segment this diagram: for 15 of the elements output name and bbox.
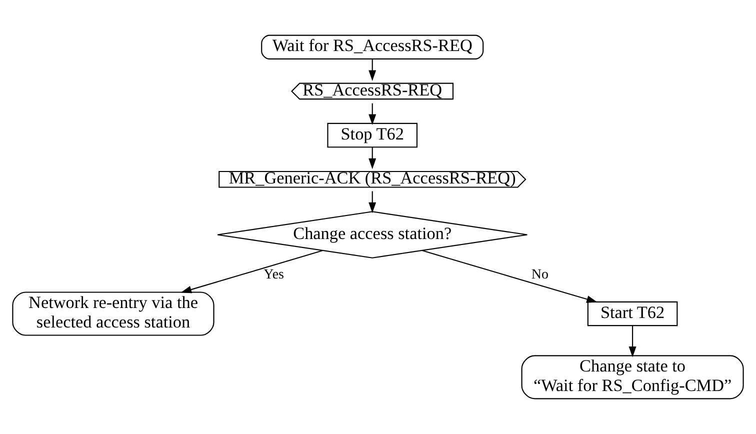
node-box: Stop T62 — [327, 122, 418, 148]
node-box: Network re-entry via the selected access station — [12, 292, 214, 336]
node-diamond: Change access station? — [217, 211, 528, 258]
arrow — [368, 59, 376, 81]
node-box: Wait for RS_AccessRS-REQ — [261, 34, 484, 60]
arrow — [368, 191, 376, 214]
node-box: Change state to “Wait for RS_Config-CMD” — [521, 355, 744, 400]
edge-label: No — [531, 268, 548, 283]
arrow — [180, 250, 323, 294]
arrow — [628, 326, 636, 358]
node-box: Start T62 — [587, 301, 678, 326]
arrow — [422, 250, 598, 303]
edge-label: Yes — [264, 268, 284, 283]
arrow — [368, 103, 376, 126]
arrow — [368, 147, 376, 170]
